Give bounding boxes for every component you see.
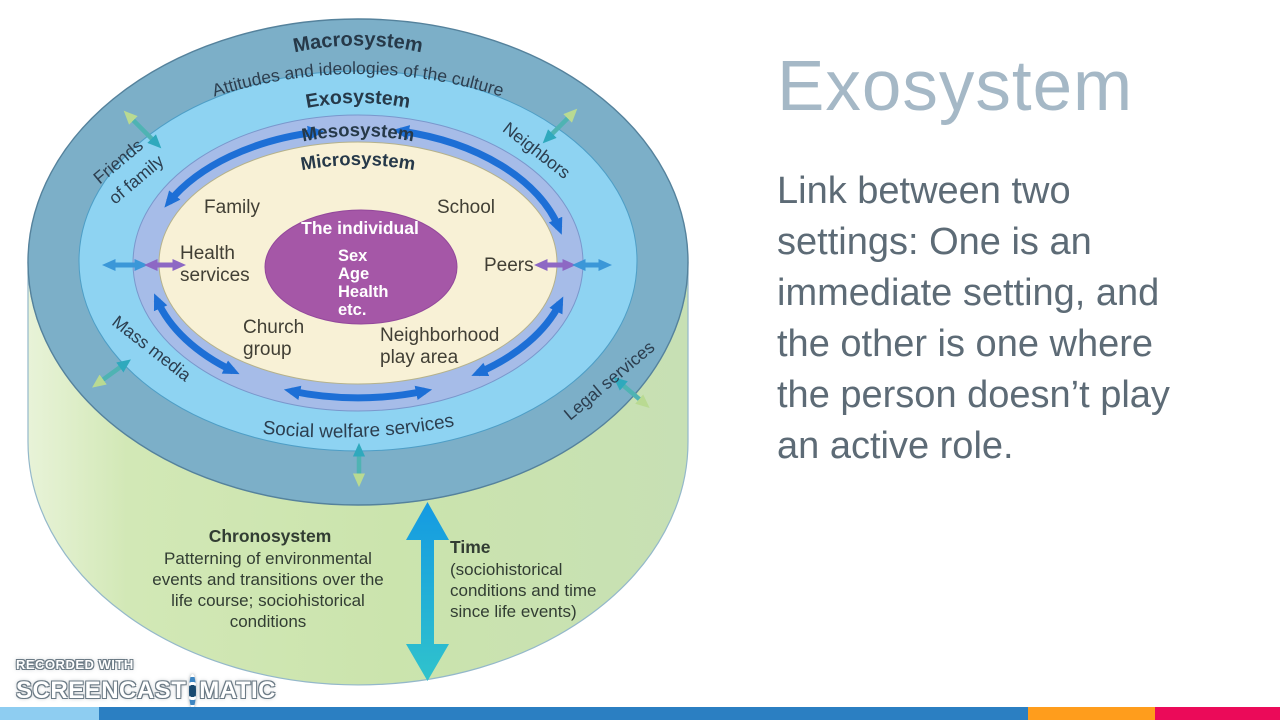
individual-title: The individual xyxy=(301,218,419,238)
peers-label: Peers xyxy=(484,255,534,276)
church-group-label-line2: group xyxy=(243,339,292,360)
chronosystem-line3: life course; sociohistorical xyxy=(171,591,365,610)
curved-arrow-se xyxy=(471,296,564,377)
slide-body-line: the other is one where xyxy=(777,323,1154,365)
chronosystem-line1: Patterning of environmental xyxy=(164,549,372,568)
stripe-segment-orange xyxy=(1028,707,1155,720)
individual-ellipse xyxy=(264,209,458,325)
microsystem-labels: Family School Health services Peers Chur… xyxy=(180,197,534,368)
time-line2: conditions and time xyxy=(450,581,596,600)
individual-labels: The individual Sex Age Health etc. xyxy=(301,218,419,319)
slide-body-line: settings: One is an xyxy=(777,221,1092,263)
chronosystem-title: Chronosystem xyxy=(209,526,332,546)
time-title: Time xyxy=(450,537,491,557)
school-label: School xyxy=(437,197,495,218)
diagram-container: Macrosystem Attitudes and ideologies of … xyxy=(27,18,689,686)
curved-arrow-s xyxy=(283,385,433,402)
slide-body-line: the person doesn’t play xyxy=(777,374,1170,416)
health-services-label-line1: Health xyxy=(180,243,235,264)
neighborhood-label-line1: Neighborhood xyxy=(380,325,499,346)
stripe-segment-red xyxy=(1155,707,1280,720)
curved-arrow-sw xyxy=(153,293,240,375)
time-arrow xyxy=(406,502,449,681)
radial-interaction-arrows xyxy=(92,108,650,488)
chronosystem-line2: events and transitions over the xyxy=(152,570,384,589)
interaction-arrow-top-left xyxy=(123,110,162,149)
time-labels: Time (sociohistorical conditions and tim… xyxy=(450,537,596,621)
interaction-arrow-top-right xyxy=(542,108,578,144)
chronosystem-line4: conditions xyxy=(230,612,307,631)
slide-body-line: Link between two xyxy=(777,170,1071,212)
ecological-systems-diagram: Macrosystem Attitudes and ideologies of … xyxy=(27,18,689,686)
slide-body-line: an active role. xyxy=(777,425,1014,467)
neighborhood-label-line2: play area xyxy=(380,347,459,368)
church-group-label-line1: Church xyxy=(243,317,304,338)
screencast-o-matic-logo-icon xyxy=(189,674,197,708)
slide-body-line: immediate setting, and xyxy=(777,272,1160,314)
individual-attr-etc: etc. xyxy=(338,301,366,319)
curved-arrow-nw xyxy=(164,125,325,208)
watermark-brand-row: SCREENCAST MATIC xyxy=(16,674,276,708)
individual-attr-health: Health xyxy=(338,283,388,301)
stripe-segment-blue xyxy=(99,707,1028,720)
footer-stripe xyxy=(0,707,1280,720)
stripe-segment-lightblue xyxy=(0,707,99,720)
watermark-brand-screencast: SCREENCAST xyxy=(16,677,187,704)
mesosystem-arrows xyxy=(153,125,564,402)
time-line1: (sociohistorical xyxy=(450,560,562,579)
individual-attr-age: Age xyxy=(338,265,369,283)
chronosystem-labels: Chronosystem Patterning of environmental… xyxy=(152,526,384,631)
slide-body: Link between two settings: One is an imm… xyxy=(777,166,1272,472)
watermark-recorded-with: RECORDED WITH xyxy=(16,657,134,672)
individual-attr-sex: Sex xyxy=(338,247,368,265)
watermark-brand-matic: MATIC xyxy=(199,677,276,704)
curved-arrow-ne xyxy=(392,125,563,235)
interaction-arrow-bottom-left xyxy=(92,359,131,388)
slide-title: Exosystem xyxy=(777,47,1134,126)
interaction-arrow-bottom-right xyxy=(613,377,650,408)
health-services-label-line2: services xyxy=(180,265,250,286)
family-label: Family xyxy=(204,197,260,218)
time-line3: since life events) xyxy=(450,602,577,621)
screencast-o-matic-watermark: RECORDED WITH SCREENCAST MATIC xyxy=(16,657,276,708)
